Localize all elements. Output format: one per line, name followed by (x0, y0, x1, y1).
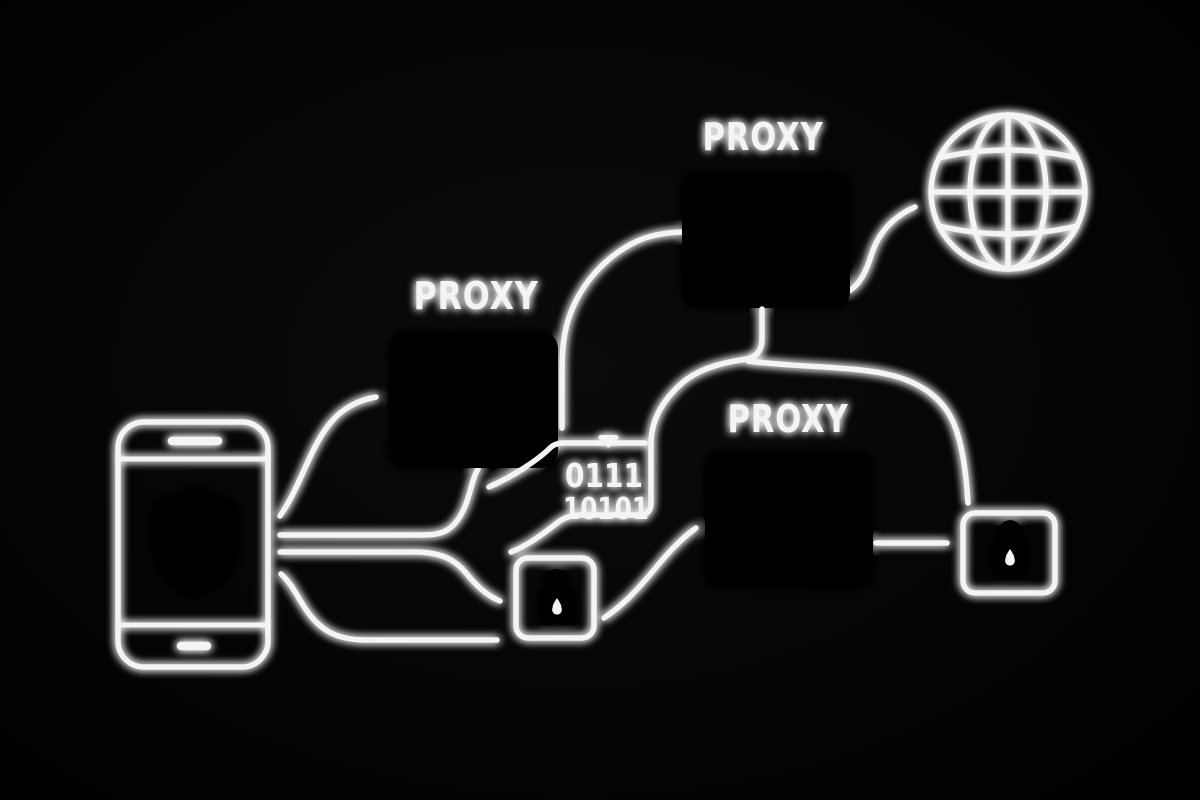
binary-code-icon: 0111 10101 (486, 306, 765, 555)
connector-left-padlock-to-bottom-proxy (601, 525, 699, 621)
connector-phone-to-left-padlock (277, 549, 503, 604)
phone-body (115, 419, 271, 670)
proxy-server-bottom (698, 452, 873, 588)
globe-latitude-upper (936, 147, 1080, 161)
server-icon (383, 332, 558, 468)
padlock-icon-left (513, 555, 597, 641)
connector-junction-to-right-padlock (745, 358, 971, 506)
lock-icon (992, 520, 1028, 575)
server-icon (675, 172, 850, 308)
connector-phone-to-middle-proxy (277, 394, 379, 519)
padlock-icon-right (960, 510, 1058, 596)
connector-phone-to-left-padlock-lower (278, 571, 500, 643)
server-icon (698, 452, 873, 588)
proxy-label-bottom: PROXY (728, 397, 849, 441)
proxy-label-top: PROXY (703, 115, 824, 159)
proxy-server-middle (383, 332, 558, 468)
padlock-frame (513, 555, 597, 641)
binary-text-row2: 10101 (563, 492, 649, 527)
smartphone-icon (115, 419, 271, 670)
padlock-frame (960, 510, 1058, 596)
connector-top-proxy-to-binary (559, 229, 685, 431)
lock-icon (539, 569, 575, 624)
shield-icon (152, 486, 238, 600)
binary-frame-right (508, 306, 765, 555)
globe-icon (928, 112, 1088, 272)
globe-latitude-lower (936, 223, 1080, 237)
proxy-label-middle: PROXY (414, 274, 539, 318)
binary-text-row1: 0111 (565, 456, 643, 495)
binary-frame-left (486, 440, 648, 490)
connector-phone-to-middle-proxy-bottom (277, 466, 481, 538)
connector-top-proxy-to-globe (846, 204, 918, 294)
proxy-server-top (675, 172, 850, 308)
connector-lines (277, 204, 971, 643)
